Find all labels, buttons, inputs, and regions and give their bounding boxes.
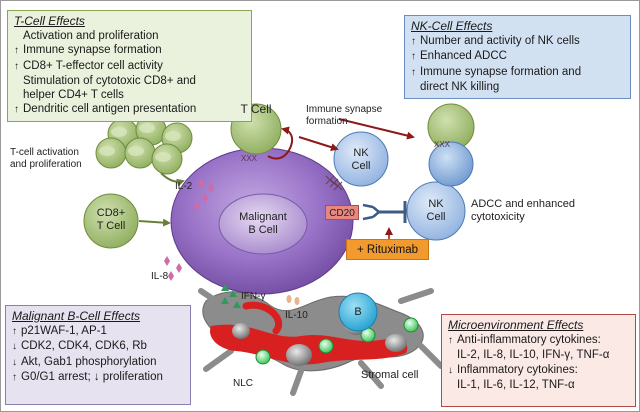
bcell-line: ↑p21WAF-1, AP-1	[12, 325, 107, 338]
nk-line: direct NK killing	[420, 80, 500, 93]
stromal-nucleus-1	[286, 344, 312, 366]
cd8-t-cell	[83, 193, 139, 249]
adcc-label: ADCC and enhanced cytotoxicity	[471, 198, 575, 223]
env-line: ↑Anti-inflammatory cytokines:	[448, 334, 601, 347]
tcell-line: Activation and proliferation	[23, 30, 159, 43]
bcell-effects-title: Malignant B-Cell Effects	[12, 309, 141, 323]
tcell-line: helper CD4+ T cells	[23, 89, 124, 102]
b-cell-label: B	[354, 306, 362, 318]
tcell-line: ↑Immune synapse formation	[14, 44, 162, 57]
tcell-cluster	[95, 114, 193, 175]
tcell-effects-box: T-Cell Effects Activation and proliferat…	[7, 10, 252, 122]
bcell-line: ↓CDK2, CDK4, CDK6, Rb	[12, 340, 147, 353]
nk-cell-right-label: NK Cell	[426, 198, 446, 223]
rituximab-antibody	[362, 201, 407, 223]
nlc-dot-4	[403, 317, 419, 333]
nk-effects-title: NK-Cell Effects	[411, 19, 493, 33]
env-line: IL-1, IL-6, IL-12, TNF-α	[457, 378, 575, 391]
b-cell	[338, 292, 378, 332]
cd8-t-cell-label: CD8+ T Cell	[96, 207, 126, 232]
malignant-b-cell-label: Malignant B Cell	[239, 211, 287, 236]
rituximab-label: + Rituximab	[346, 239, 429, 260]
microenvironment-effects-title: Microenvironment Effects	[448, 318, 584, 332]
ifn-label: IFN-γ	[241, 291, 266, 302]
cytokine-ifn	[221, 284, 241, 308]
nk-line: ↑Enhanced ADCC	[411, 50, 507, 63]
bcell-line: ↑G0/G1 arrest; ↓ proliferation	[12, 370, 163, 383]
cytokine-il2	[194, 179, 214, 211]
nlc-label: NLC	[233, 378, 254, 389]
tcell-line: ↑CD8+ T-effector cell activity	[14, 59, 163, 72]
stromal-nucleus-4	[232, 323, 250, 339]
bcell-line: ↓Akt, Gab1 phosphorylation	[12, 355, 157, 368]
stromal-cell-label: Stromal cell	[361, 369, 419, 381]
cytokine-il8	[164, 256, 182, 281]
il8-label: IL-8	[151, 271, 169, 282]
synapse-marks	[325, 175, 343, 191]
nlc-dot-2	[318, 338, 334, 354]
cytokine-il10	[286, 295, 300, 305]
env-line: IL-2, IL-8, IL-10, IFN-γ, TNF-α	[457, 349, 610, 362]
synapse-xxx-1: XXX	[241, 154, 258, 163]
il2-label: IL-2	[175, 181, 193, 192]
nk-effects-box: NK-Cell Effects ↑Number and activity of …	[404, 15, 631, 99]
tcell-activation-label: T-cell activation and proliferation	[10, 147, 82, 170]
tcell-line: Stimulation of cytotoxic CD8+ and	[23, 74, 196, 87]
nk-line: ↑Number and activity of NK cells	[411, 35, 580, 48]
stromal-nucleus-3	[385, 334, 407, 352]
nk-cell-upper	[333, 131, 389, 187]
bcell-effects-box: Malignant B-Cell Effects ↑p21WAF-1, AP-1…	[5, 305, 191, 405]
t-cell-label: T Cell	[240, 102, 272, 116]
tcell-effects-title: T-Cell Effects	[14, 14, 85, 28]
nlc-dot-1	[255, 349, 271, 365]
tcell-line: ↑Dendritic cell antigen presentation	[14, 103, 197, 116]
nk-line: ↑Immune synapse formation and	[411, 65, 582, 78]
il10-label: IL-10	[285, 310, 308, 321]
microenvironment-effects-box: Microenvironment Effects ↑Anti-inflammat…	[441, 314, 636, 407]
env-line: ↓Inflammatory cytokines:	[448, 363, 578, 376]
nk-cell-right	[406, 181, 466, 241]
immune-synapse-label: Immune synapse formation	[306, 104, 383, 127]
malignant-nucleus	[218, 193, 308, 255]
nk-cell-upper-label: NK Cell	[351, 147, 371, 172]
nk-cell-killing	[428, 141, 474, 187]
synapse-xxx-2: XXX	[434, 140, 451, 149]
cd20-marker: CD20	[325, 205, 359, 220]
